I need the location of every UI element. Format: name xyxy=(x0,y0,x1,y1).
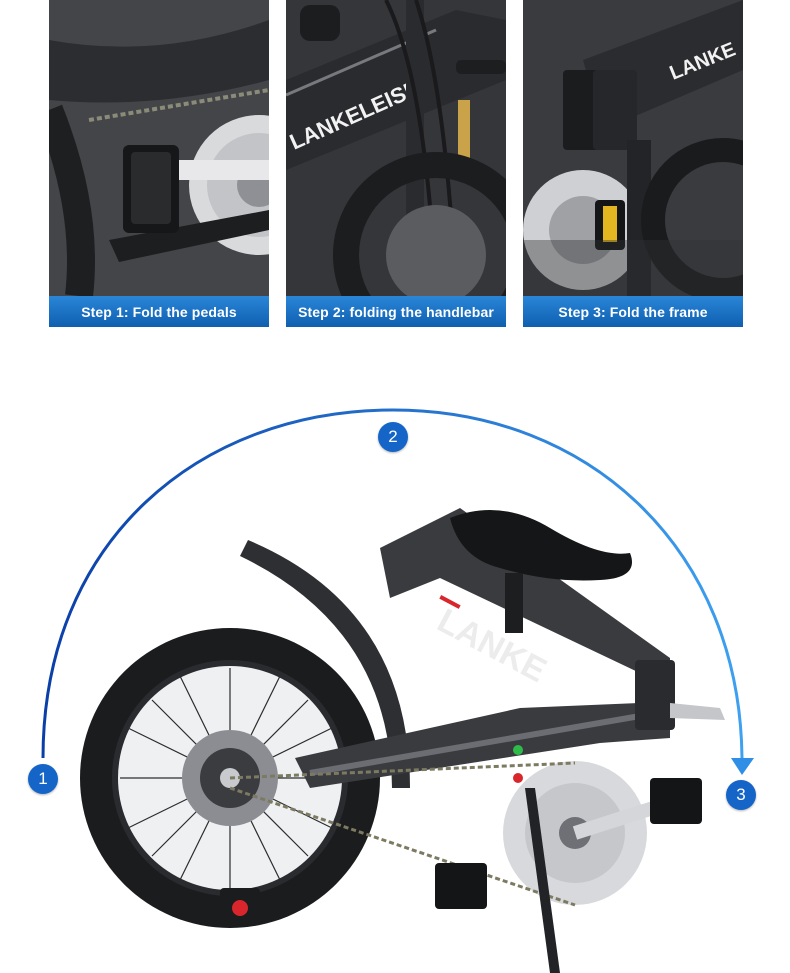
fold-frame-photo: LANKE xyxy=(523,0,743,296)
step-badge-2: 2 xyxy=(378,422,408,452)
fold-handlebar-photo: LANKELEISI xyxy=(286,0,506,296)
step-2-caption: Step 2: folding the handlebar xyxy=(286,296,506,327)
fold-arc-diagram xyxy=(41,408,754,775)
fold-arc-path xyxy=(41,408,744,759)
folded-bike-photo: LANKE xyxy=(80,508,725,973)
fold-pedals-photo xyxy=(49,0,269,296)
step-3-caption: Step 3: Fold the frame xyxy=(523,296,743,327)
step-2-panel: LANKELEISI Step 2: folding the handlebar xyxy=(286,0,506,327)
step-3-panel: LANKE Step 3: Fold the frame xyxy=(523,0,743,327)
right-pedal xyxy=(650,778,702,824)
bike-frame xyxy=(295,508,670,788)
step-1-caption: Step 1: Fold the pedals xyxy=(49,296,269,327)
saddle xyxy=(450,510,632,581)
left-pedal xyxy=(435,863,487,909)
step-badge-3: 3 xyxy=(726,780,756,810)
arc-arrowhead-icon xyxy=(731,758,754,775)
step-badge-1: 1 xyxy=(28,764,58,794)
step-1-panel: Step 1: Fold the pedals xyxy=(49,0,269,327)
